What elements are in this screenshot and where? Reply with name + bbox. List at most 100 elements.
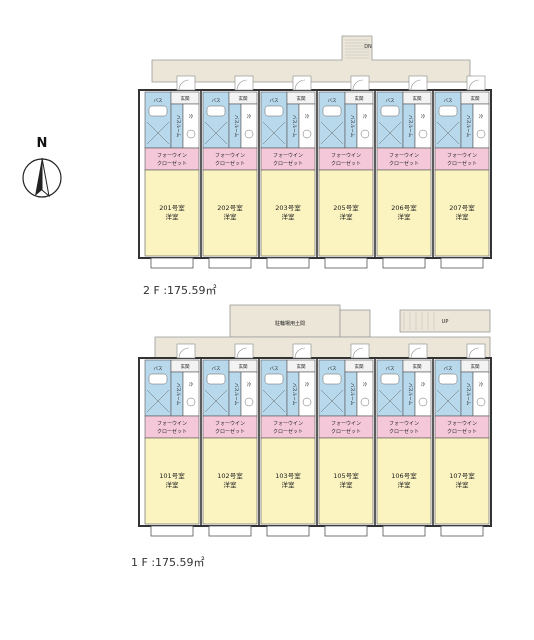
entry-niche [292,343,312,359]
room-type: 洋室 [340,212,354,221]
kitchen-label: 冷 [363,113,368,120]
balcony [266,525,310,537]
kitchen-label: 冷 [189,381,194,388]
entry-niche [234,343,254,359]
room-type: 洋室 [398,212,412,221]
unit-207号室: バス玄関バスルーム冷フォーウインクローゼット207号室洋室 [432,75,490,269]
door-swing [178,347,190,359]
building-outline [138,357,492,527]
bathroom [434,91,462,149]
unit-101号室: バス玄関バスルーム冷フォーウインクローゼット101号室洋室 [144,343,200,537]
entrance-label: 玄関 [297,363,306,370]
western-room [318,437,374,525]
western-room [202,437,258,525]
room-type: 洋室 [166,212,180,221]
sink-icon [476,129,486,139]
washroom-label: バスルーム [407,383,413,406]
kitchen [356,371,374,417]
entry-niche [234,75,254,91]
washroom-label: バスルーム [465,383,471,406]
door-swing [468,347,480,359]
unit-107号室: バス玄関バスルーム冷フォーウインクローゼット107号室洋室 [432,343,490,537]
balcony [440,257,484,269]
bathroom [260,359,288,417]
bathtub-icon [206,105,226,117]
room-type: 洋室 [282,480,296,489]
stair-label: DN [364,44,372,50]
closet-label: フォーウイン [447,152,477,159]
western-room [376,169,432,257]
bath-label: バス [386,366,395,372]
room-number: 101号室 [159,471,185,480]
bathtub-icon [148,105,168,117]
cross-line [204,121,228,145]
kitchen-label: 冷 [247,113,252,120]
kitchen-label: 冷 [479,381,484,388]
door-swing [352,347,364,359]
room-type: 洋室 [456,480,470,489]
balcony [440,525,484,537]
bathroom [318,91,346,149]
cross-line [262,389,286,413]
door-swing [468,79,480,91]
entry-niche [176,75,196,91]
bathroom [202,91,230,149]
cross-line [146,389,170,413]
closet-label-2: クローゼット [273,160,303,167]
sink-icon [302,397,312,407]
room-number: 201号室 [159,203,185,212]
closet-label-2: クローゼット [215,160,245,167]
bathroom [144,91,172,149]
western-room [260,169,316,257]
unit-102号室: バス玄関バスルーム冷フォーウインクローゼット102号室洋室 [200,343,258,537]
closet-label: フォーウイン [215,152,245,159]
cross-line [262,121,286,145]
unit-201号室: バス玄関バスルーム冷フォーウインクローゼット201号室洋室 [144,75,200,269]
unit-103号室: バス玄関バスルーム冷フォーウインクローゼット103号室洋室 [258,343,316,537]
unit-202号室: バス玄関バスルーム冷フォーウインクローゼット202号室洋室 [200,75,258,269]
cross-line [320,389,344,413]
sink-icon [360,129,370,139]
entrance-label: 玄関 [355,95,364,102]
north-compass [22,157,62,198]
room-number: 102号室 [217,471,243,480]
door-swing [236,79,248,91]
door-swing [294,79,306,91]
kitchen [356,103,374,149]
kitchen-label: 冷 [305,381,310,388]
closet-label: フォーウイン [273,420,303,427]
entrance-label: 玄関 [355,363,364,370]
compass-needle-light [41,157,50,198]
cross-line [378,121,402,145]
closet-label: フォーウイン [157,420,187,427]
unit-105号室: バス玄関バスルーム冷フォーウインクローゼット105号室洋室 [316,343,374,537]
kitchen [414,103,432,149]
room-number: 205号室 [333,203,359,212]
bathtub-icon [380,105,400,117]
stair-area [399,309,491,333]
closet-label-2: クローゼット [389,428,419,435]
kitchen [240,371,258,417]
floor-2F: DN バス玄関バスルーム冷フォーウインクローゼット201号室洋室 バス玄関バスルーム… [138,35,492,269]
kitchen-label: 冷 [305,113,310,120]
bathtub-icon [438,373,458,385]
entry-niche [466,343,486,359]
kitchen [298,103,316,149]
entry-niche [292,75,312,91]
room-type: 洋室 [456,212,470,221]
door-swing [236,347,248,359]
closet-label: フォーウイン [447,420,477,427]
entry-niche [176,343,196,359]
western-room [144,169,200,257]
closet-label-2: クローゼット [215,428,245,435]
bath-label: バス [328,366,337,372]
cross-line [320,121,344,145]
unit-203号室: バス玄関バスルーム冷フォーウインクローゼット203号室洋室 [258,75,316,269]
bathtub-icon [264,373,284,385]
sink-icon [186,129,196,139]
western-room [144,437,200,525]
upper-corridor [151,35,471,83]
balcony [382,257,426,269]
